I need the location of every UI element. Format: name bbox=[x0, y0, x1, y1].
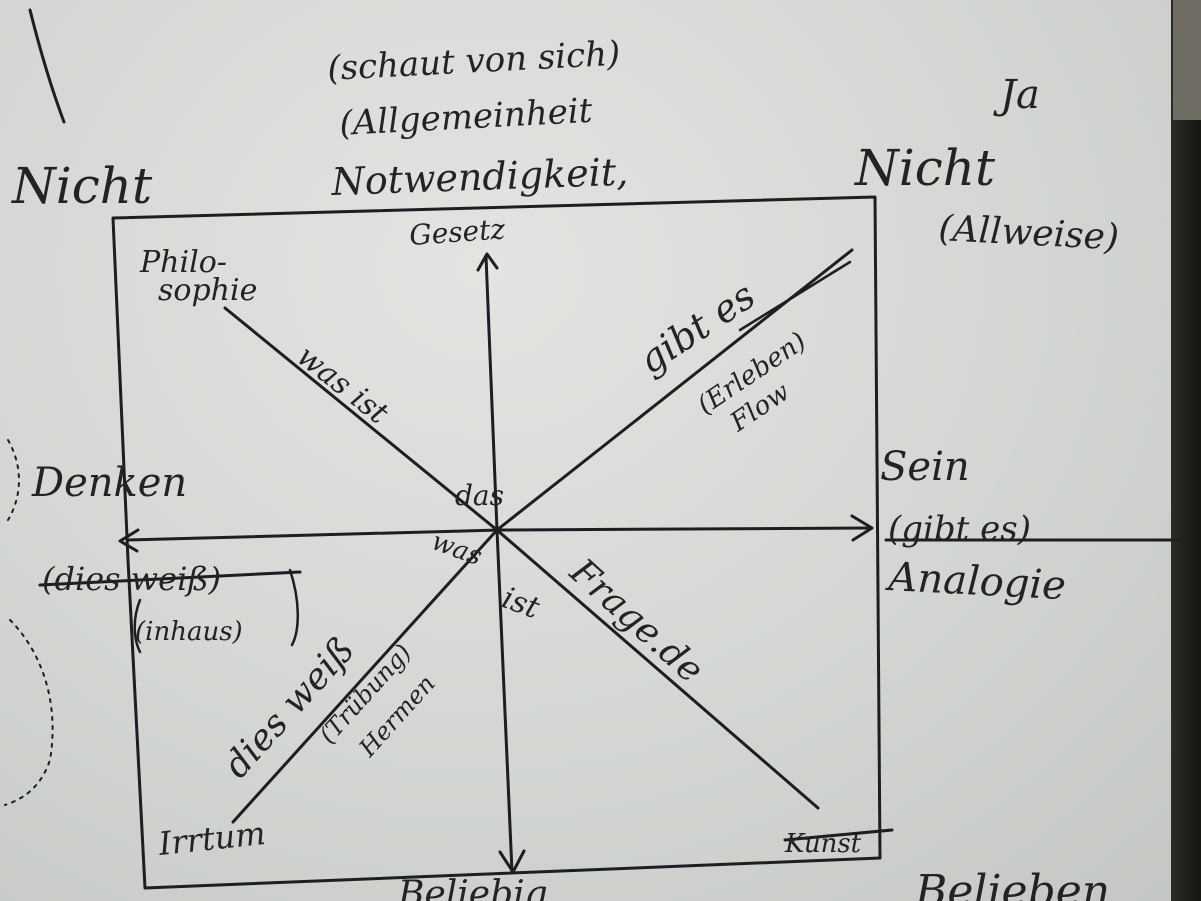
top-axis-label: Gesetz bbox=[408, 212, 506, 252]
margin-doodle bbox=[4, 439, 54, 806]
left-axis-label: Denken bbox=[31, 460, 187, 506]
margin-stroke bbox=[28, 8, 66, 124]
horizontal-axis bbox=[126, 526, 872, 542]
bracket-left bbox=[288, 568, 300, 647]
paper-edge-shadow bbox=[1171, 0, 1201, 901]
bottom-left-corner-label: Irrtum bbox=[156, 814, 267, 863]
center-left-label: was bbox=[428, 526, 486, 572]
bracket-left-open bbox=[133, 598, 142, 654]
vertical-axis bbox=[484, 254, 514, 874]
top-left-label-1: Philo- bbox=[139, 245, 227, 280]
left-arrowhead bbox=[118, 528, 140, 553]
paper-edge-top bbox=[1173, 0, 1201, 120]
right-arrowhead bbox=[850, 514, 874, 542]
top-left-corner-label: Nicht bbox=[11, 157, 153, 215]
top-left-label-2: sophie bbox=[158, 273, 257, 308]
strike-kunst bbox=[783, 828, 894, 842]
center-top-label: das bbox=[455, 479, 504, 512]
top-right-ja: Ja bbox=[993, 72, 1040, 118]
top-arrowhead bbox=[476, 252, 499, 272]
diagonal-br-label: Frage.de bbox=[561, 551, 711, 692]
diagonal-tl-label: was ist bbox=[290, 339, 395, 432]
bottom-axis-label: Beliebig bbox=[397, 874, 548, 901]
top-note-3: Notwendigkeit, bbox=[330, 150, 629, 204]
center-bottom-label: ist bbox=[497, 581, 545, 627]
top-note-2: (Allgemeinheit bbox=[338, 91, 593, 144]
left-sub-label: (inhaus) bbox=[135, 617, 243, 647]
bottom-right-corner-label: Kunst bbox=[784, 829, 862, 859]
top-note-1: (schaut von sich) bbox=[326, 34, 621, 89]
right-sub-label: Analogie bbox=[883, 554, 1067, 609]
top-right-corner-label: Nicht bbox=[854, 139, 996, 197]
left-strike-label: (dies weiß) bbox=[42, 560, 221, 598]
diagonal-tr-bl bbox=[231, 248, 854, 824]
right-strike-label: (gibt es) bbox=[888, 509, 1031, 549]
strike-left bbox=[38, 570, 302, 587]
right-axis-label: Sein bbox=[880, 444, 970, 490]
bottom-arrowhead bbox=[498, 849, 526, 874]
bottom-right-label: Belieben bbox=[914, 866, 1110, 901]
top-right-sub: (Allweise) bbox=[938, 208, 1120, 258]
underline-gibt-es bbox=[738, 260, 852, 332]
